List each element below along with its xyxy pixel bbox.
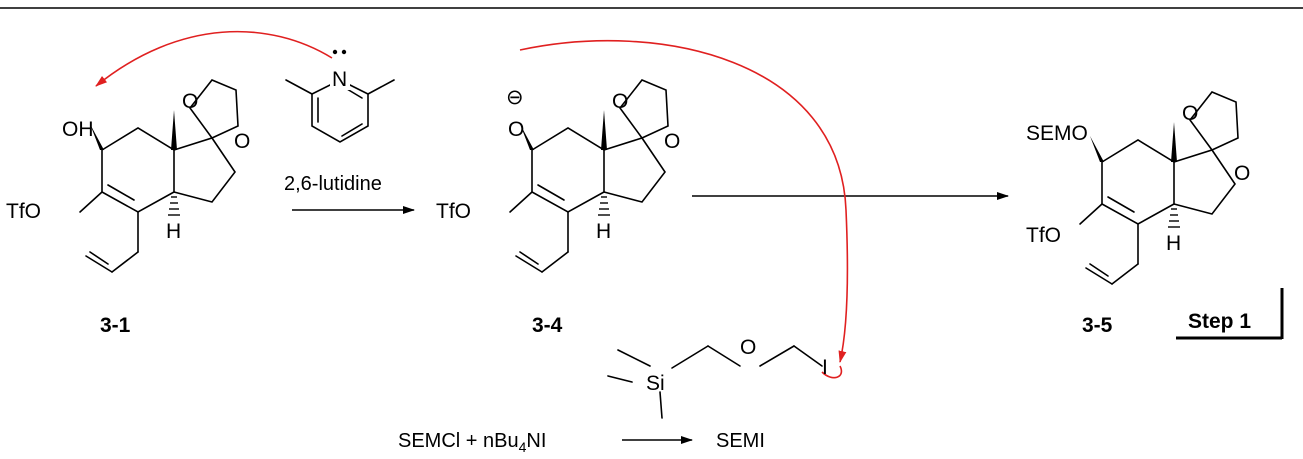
compound-label-3-1: 3-1 [100, 314, 131, 337]
dioxolane-o-top: O [182, 90, 198, 113]
hydroxyl-label: OH [62, 118, 94, 141]
prep-reactants-tail: NI [526, 430, 546, 452]
curved-arrow-alkylation [519, 40, 849, 363]
prep-subscript: 4 [519, 439, 527, 455]
curved-arrow-deprotonation [95, 30, 333, 87]
step-label: Step 1 [1188, 310, 1251, 333]
semi-structure: Si O I [607, 336, 828, 419]
negative-charge: ⊖ [506, 86, 524, 109]
alkoxide-o-label: O [508, 118, 524, 141]
step-badge: Step 1 [1176, 288, 1284, 340]
prep-reactants: SEMCl + nBu [398, 430, 519, 452]
lone-pair-dot-2 [341, 49, 347, 55]
triflate-label: TfO [1026, 224, 1061, 247]
compound-label-3-5: 3-5 [1082, 314, 1113, 337]
svg-text:SEMCl + nBu4NI: SEMCl + nBu4NI [398, 430, 546, 455]
compound-3-1: OH TfO O O H 3-1 [6, 79, 250, 337]
semo-label: SEMO [1026, 122, 1088, 145]
lone-pair-dot-1 [332, 49, 338, 55]
compound-label-3-4: 3-4 [532, 314, 563, 337]
compound-3-5: SEMO TfO O O H 3-5 [1026, 91, 1250, 337]
dioxolane-o-right: O [234, 130, 250, 153]
prep-product: SEMI [716, 430, 765, 452]
ring-fusion-h: H [1166, 232, 1181, 255]
dioxolane-o-top: O [612, 90, 628, 113]
iodine-label: I [822, 356, 828, 379]
triflate-label: TfO [436, 200, 471, 223]
ring-fusion-h: H [596, 220, 611, 243]
dioxolane-o-right: O [1234, 162, 1250, 185]
pyridine-n-label: N [332, 68, 347, 91]
base-name: 2,6-lutidine [284, 173, 382, 195]
dioxolane-o-top: O [1182, 102, 1198, 125]
ring-fusion-h: H [166, 220, 181, 243]
lutidine-structure: N 2,6-lutidine [284, 49, 395, 195]
triflate-label: TfO [6, 200, 41, 223]
iodide-leaving-arrow [821, 365, 843, 379]
compound-3-4: O ⊖ TfO O O H 3-4 [436, 79, 680, 337]
ether-o-label: O [740, 336, 756, 359]
semi-preparation: SEMCl + nBu4NI SEMI [398, 430, 765, 455]
silicon-label: Si [646, 372, 665, 395]
dioxolane-o-right: O [664, 130, 680, 153]
